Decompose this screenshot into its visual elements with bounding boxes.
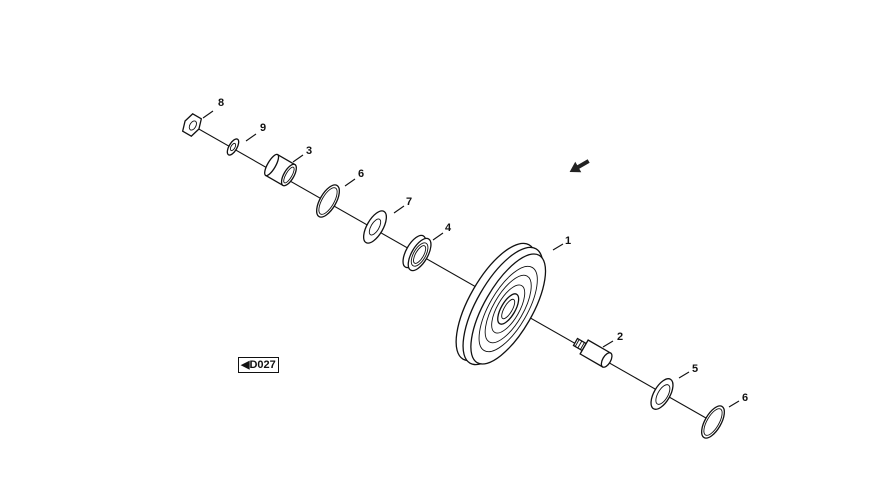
callout-7: 7: [393, 196, 412, 214]
part-5-cap: [650, 378, 674, 410]
part-3-spacer: [264, 153, 297, 187]
part-4-bearing: [402, 234, 432, 272]
part-9-washer: [226, 138, 240, 156]
callout-6: 6: [344, 168, 364, 187]
svg-text:3: 3: [306, 145, 312, 157]
svg-text:8: 8: [218, 97, 224, 109]
svg-text:9: 9: [260, 122, 266, 134]
callout-9: 9: [245, 122, 266, 142]
svg-text:6: 6: [742, 392, 748, 404]
svg-text:1: 1: [565, 235, 571, 247]
svg-text:5: 5: [692, 363, 698, 375]
callout-3: 3: [292, 145, 312, 163]
callout-2: 2: [602, 331, 623, 348]
callout-4: 4: [432, 222, 452, 241]
callout-8: 8: [202, 97, 224, 119]
arrow-down-left-icon: [569, 159, 590, 173]
part-6-circlip-outer: [700, 405, 726, 439]
callout-1: 1: [552, 235, 571, 251]
part-1-idler-wheel: [455, 242, 547, 366]
part-2-shaft: [572, 337, 613, 368]
reference-tag-text: D027: [249, 359, 276, 371]
svg-text:4: 4: [445, 222, 452, 234]
part-6-circlip: [315, 184, 341, 218]
part-7-washer: [362, 210, 388, 244]
callout-5: 5: [678, 363, 698, 379]
reference-tag: ◀D027: [238, 357, 279, 373]
svg-text:6: 6: [358, 168, 364, 180]
svg-text:2: 2: [617, 331, 623, 343]
triangle-left-icon: ◀: [241, 359, 250, 371]
part-8-nut: [181, 113, 203, 137]
svg-text:7: 7: [406, 196, 412, 208]
callout-6-outer: 6: [728, 392, 748, 408]
